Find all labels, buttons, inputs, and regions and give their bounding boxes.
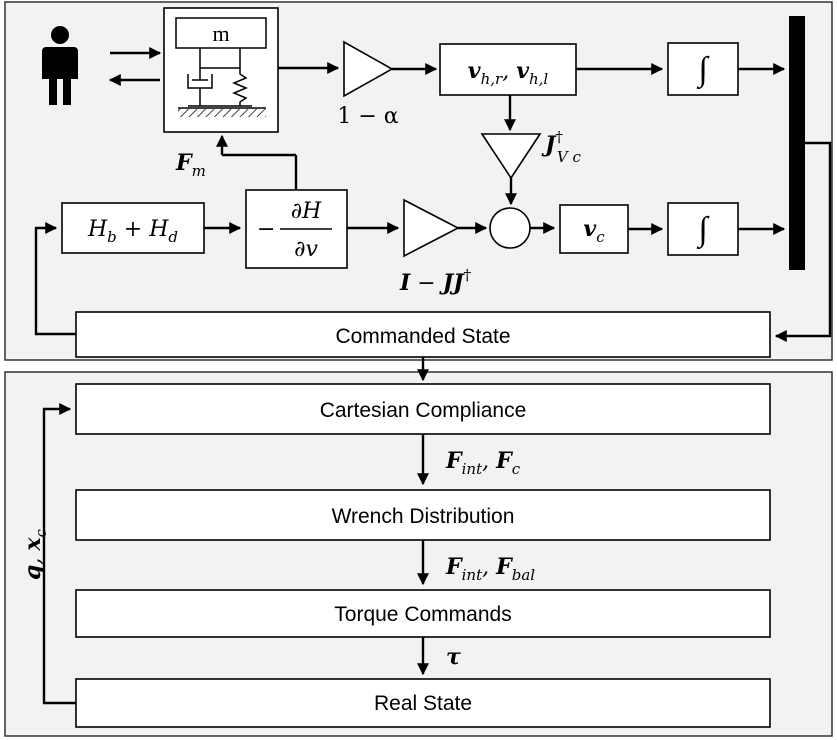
integrator-icon: ∫ — [696, 51, 710, 90]
hand-velocity-block — [439, 43, 577, 96]
nullspace-label: I − JJ† — [399, 266, 472, 296]
real-state-label: Real State — [374, 692, 472, 715]
dHdv-denominator: ∂v — [294, 237, 318, 262]
jacobian-label: J†V c — [541, 128, 582, 166]
arrow-mux-to-commanded-state — [774, 141, 832, 342]
wrench-distribution-label: Wrench Distribution — [332, 505, 515, 528]
summing-junction — [489, 207, 531, 249]
torque-commands-block — [75, 589, 771, 638]
mux-bar-icon — [789, 16, 805, 270]
person-icon — [42, 26, 78, 105]
feedback-label: q, xc — [20, 528, 50, 580]
jacobian-gain — [480, 133, 542, 180]
arrow-feedback-to-compliance — [42, 403, 76, 705]
mass-label: m — [212, 21, 229, 46]
nullspace-gain — [403, 198, 460, 258]
integrator-top — [667, 42, 739, 96]
cartesian-compliance-label: Cartesian Compliance — [320, 399, 527, 422]
hand-velocity-label: vh,r, vh,l — [468, 58, 549, 88]
wrench-distribution-block — [75, 489, 771, 541]
force-m-label: Fm — [175, 150, 206, 180]
arrow-commanded-state-to-hamiltonian — [34, 222, 76, 336]
damper-spring-icon — [178, 48, 266, 117]
gain-alpha — [343, 40, 394, 98]
gain-alpha-label: 1 − α — [337, 104, 398, 129]
force-label-1: Fint, Fc — [445, 448, 521, 478]
cartesian-compliance-block — [75, 383, 771, 435]
torque-commands-label: Torque Commands — [334, 603, 511, 626]
real-state-block — [75, 678, 771, 728]
mass-icon — [175, 17, 267, 49]
integrator-icon: ∫ — [696, 211, 710, 250]
hamiltonian-sum-label: Hb + Hd — [87, 217, 178, 246]
force-label-2: Fint, Fbal — [445, 554, 535, 584]
dHdv-sign: − — [257, 217, 275, 242]
tau-label: τ — [446, 644, 461, 670]
commanded-velocity-label: vc — [583, 216, 605, 246]
commanded-velocity-block — [559, 204, 629, 254]
mass-spring-damper-block: m — [163, 7, 279, 133]
dHdv-numerator: ∂H — [291, 199, 322, 224]
commanded-state-block — [75, 311, 771, 358]
commanded-state-label: Commanded State — [335, 325, 510, 348]
hamiltonian-sum-block — [61, 202, 205, 254]
